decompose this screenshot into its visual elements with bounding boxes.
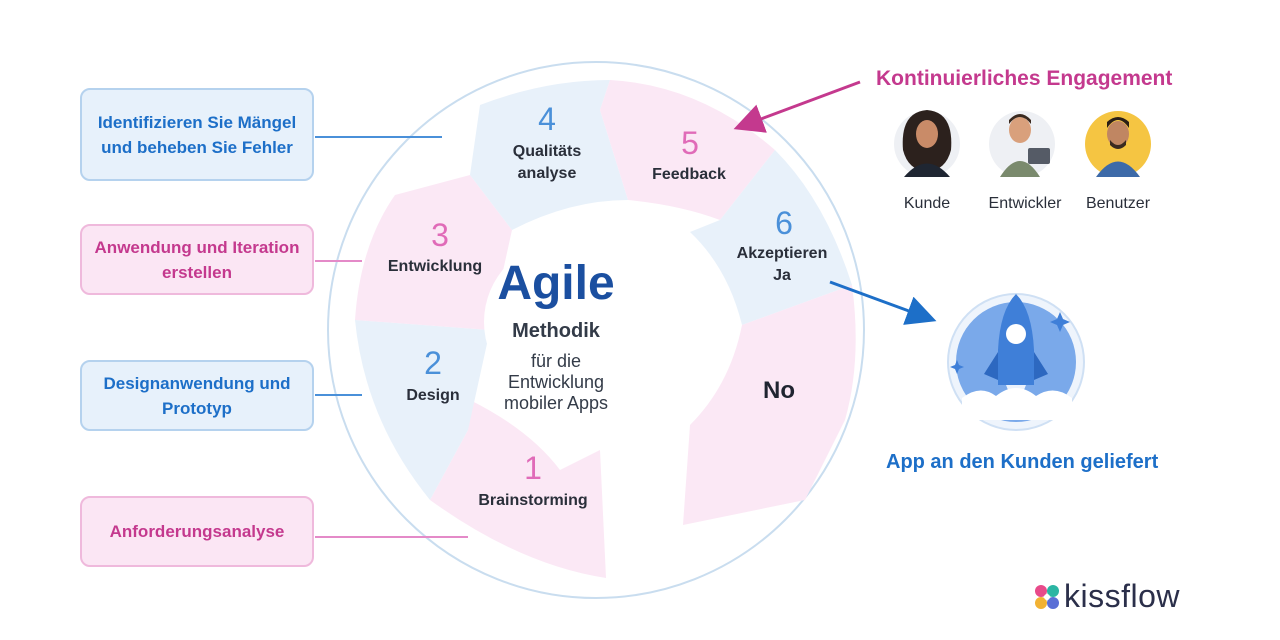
step-5-number: 5	[681, 125, 699, 161]
outer-ring	[327, 61, 865, 599]
engagement-arrow	[733, 80, 861, 133]
left-box-2: Anwendung und Iteration erstellen	[80, 224, 314, 295]
center-description: für die Entwicklung mobiler Apps	[503, 351, 609, 413]
customer-avatar	[894, 110, 960, 177]
delivered-label: App an den Kunden geliefert	[886, 451, 1159, 473]
step-6-label: Akzeptieren Ja	[736, 245, 828, 284]
person-label-entwickler: Entwickler	[988, 195, 1062, 212]
step-5-label: Feedback	[652, 166, 726, 183]
step-6-number: 6	[775, 205, 793, 241]
segment-2	[355, 320, 490, 500]
engagement-title: Kontinuierliches Engagement	[876, 67, 1173, 90]
step-4-label: Qualitäts analyse	[512, 143, 582, 182]
step-3-label: Entwicklung	[387, 258, 483, 275]
person-label-benutzer: Benutzer	[1085, 195, 1151, 212]
kissflow-logo-icon	[1035, 585, 1059, 609]
step-1-label: Brainstorming	[478, 492, 588, 509]
segment-5	[600, 80, 775, 220]
step-4-number: 4	[538, 101, 556, 137]
step-1-number: 1	[524, 450, 542, 486]
brand-name: kissflow	[1064, 578, 1181, 614]
segment-no	[683, 285, 856, 525]
center-subtitle: Methodik	[512, 320, 600, 342]
segment-1	[430, 400, 606, 578]
no-label: No	[763, 377, 795, 404]
segment-3	[355, 175, 512, 330]
delivery-arrow	[829, 280, 937, 325]
center-circle	[484, 240, 648, 404]
center-title: Agile	[497, 257, 615, 310]
left-box-1: Identifizieren Sie Mängel und beheben Si…	[80, 88, 314, 181]
user-avatar	[1085, 111, 1151, 177]
step-2-label: Design	[406, 387, 460, 404]
rocket-icon	[947, 293, 1085, 431]
person-label-kunde: Kunde	[903, 195, 951, 212]
developer-avatar	[989, 111, 1055, 177]
step-3-number: 3	[431, 217, 449, 253]
segment-6	[690, 150, 852, 325]
cycle-segments	[355, 80, 856, 578]
left-box-3: Designanwendung und Prototyp	[80, 360, 314, 431]
left-box-4: Anforderungsanalyse	[80, 496, 314, 567]
step-2-number: 2	[424, 345, 442, 381]
segment-4	[470, 80, 628, 230]
